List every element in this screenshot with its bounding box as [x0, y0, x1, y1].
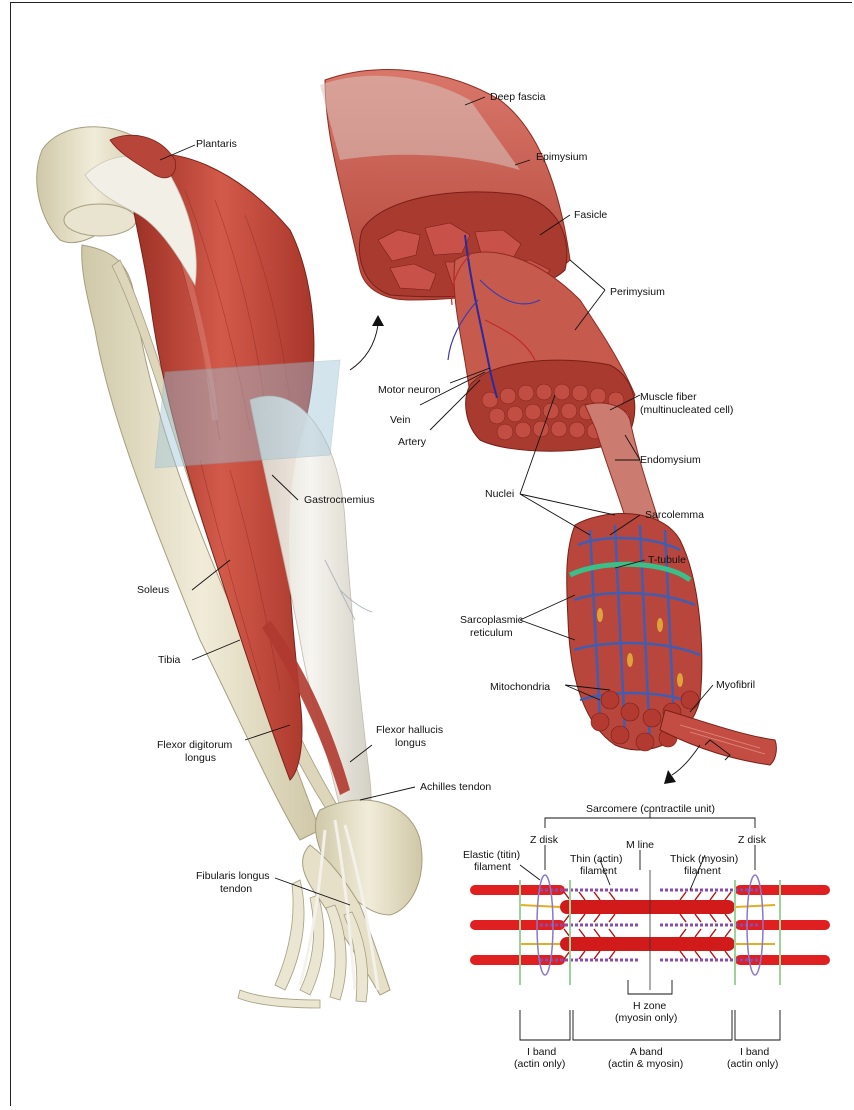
label-fibularis-longus-2: tendon	[220, 883, 252, 895]
label-muscle-fiber-2: (multinucleated cell)	[640, 404, 733, 416]
label-motor-neuron: Motor neuron	[378, 384, 441, 396]
label-i-band-right-1: I band	[740, 1046, 769, 1058]
label-sarcoplasmic-reticulum-2: reticulum	[470, 627, 513, 639]
label-sarcolemma: Sarcolemma	[645, 509, 704, 521]
label-sarcomere: Sarcomere (contractile unit)	[586, 803, 715, 815]
label-gastrocnemius: Gastrocnemius	[304, 494, 375, 506]
label-vein: Vein	[390, 414, 411, 426]
label-i-band-left-2: (actin only)	[514, 1058, 565, 1070]
label-i-band-left-1: I band	[527, 1046, 556, 1058]
label-thin-filament-2: filament	[580, 865, 617, 877]
label-deep-fascia: Deep fascia	[490, 91, 546, 103]
label-achilles-tendon: Achilles tendon	[420, 781, 491, 793]
label-thin-filament-1: Thin (actin)	[570, 853, 623, 865]
label-flexor-digitorum-longus-2: longus	[185, 752, 216, 764]
label-a-band-2: (actin & myosin)	[608, 1058, 683, 1070]
label-muscle-fiber-1: Muscle fiber	[640, 391, 697, 403]
label-h-zone-1: H zone	[633, 1000, 666, 1012]
label-z-disk-right: Z disk	[738, 834, 767, 846]
label-perimysium: Perimysium	[610, 286, 665, 298]
label-fibularis-longus-1: Fibularis longus	[196, 870, 270, 882]
sarcomere-illustration	[462, 870, 834, 990]
label-a-band-1: A band	[630, 1046, 663, 1058]
label-nuclei: Nuclei	[485, 488, 514, 500]
label-flexor-hallucis-longus-1: Flexor hallucis	[376, 724, 443, 736]
label-thick-filament-2: filament	[684, 865, 721, 877]
label-elastic-filament-2: filament	[474, 861, 511, 873]
label-z-disk-left: Z disk	[530, 834, 559, 846]
label-t-tubule: T-tubule	[648, 554, 686, 566]
label-elastic-filament-1: Elastic (titin)	[463, 849, 520, 861]
label-soleus: Soleus	[137, 584, 169, 596]
label-sarcoplasmic-reticulum-1: Sarcoplasmic	[460, 614, 523, 626]
label-thick-filament-1: Thick (myosin)	[670, 853, 738, 865]
label-artery: Artery	[398, 436, 427, 448]
label-fasicle: Fasicle	[574, 209, 607, 221]
muscle-bundle-illustration	[320, 70, 776, 765]
label-epimysium: Epimysium	[536, 151, 588, 163]
label-h-zone-2: (myosin only)	[615, 1012, 677, 1024]
label-tibia: Tibia	[158, 654, 181, 666]
label-i-band-right-2: (actin only)	[727, 1058, 778, 1070]
label-endomysium: Endomysium	[640, 454, 701, 466]
label-mitochondria: Mitochondria	[490, 681, 550, 693]
label-myofibril: Myofibril	[716, 679, 755, 691]
label-plantaris: Plantaris	[196, 138, 237, 150]
label-flexor-hallucis-longus-2: longus	[395, 737, 426, 749]
label-flexor-digitorum-longus-1: Flexor digitorum	[157, 739, 233, 751]
zoom-arrow-1	[350, 325, 378, 370]
label-m-line: M line	[626, 839, 654, 851]
